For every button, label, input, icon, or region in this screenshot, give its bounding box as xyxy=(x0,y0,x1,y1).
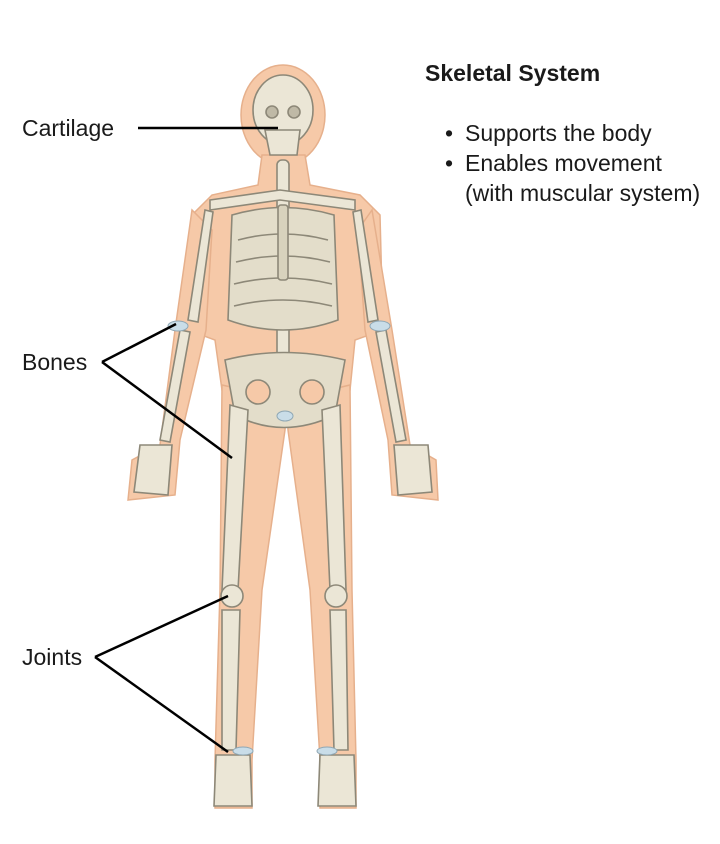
bones-leader-upper xyxy=(101,322,177,364)
cartilage-label: Cartilage xyxy=(22,115,115,141)
bones-leader-lower xyxy=(101,360,233,460)
joints-label: Joints xyxy=(22,644,83,670)
bullet-list: Supports the body Enables movement (with… xyxy=(445,118,715,208)
bullet-item: Supports the body xyxy=(445,118,715,148)
leader-lines xyxy=(94,126,278,754)
bones-label: Bones xyxy=(22,349,88,375)
joints-leader-lower xyxy=(94,655,229,754)
bullet-item: Enables movement (with muscular system) xyxy=(445,148,715,208)
joints-leader-upper xyxy=(94,594,229,659)
cartilage-joints xyxy=(167,320,391,756)
diagram-title: Skeletal System xyxy=(425,60,601,86)
